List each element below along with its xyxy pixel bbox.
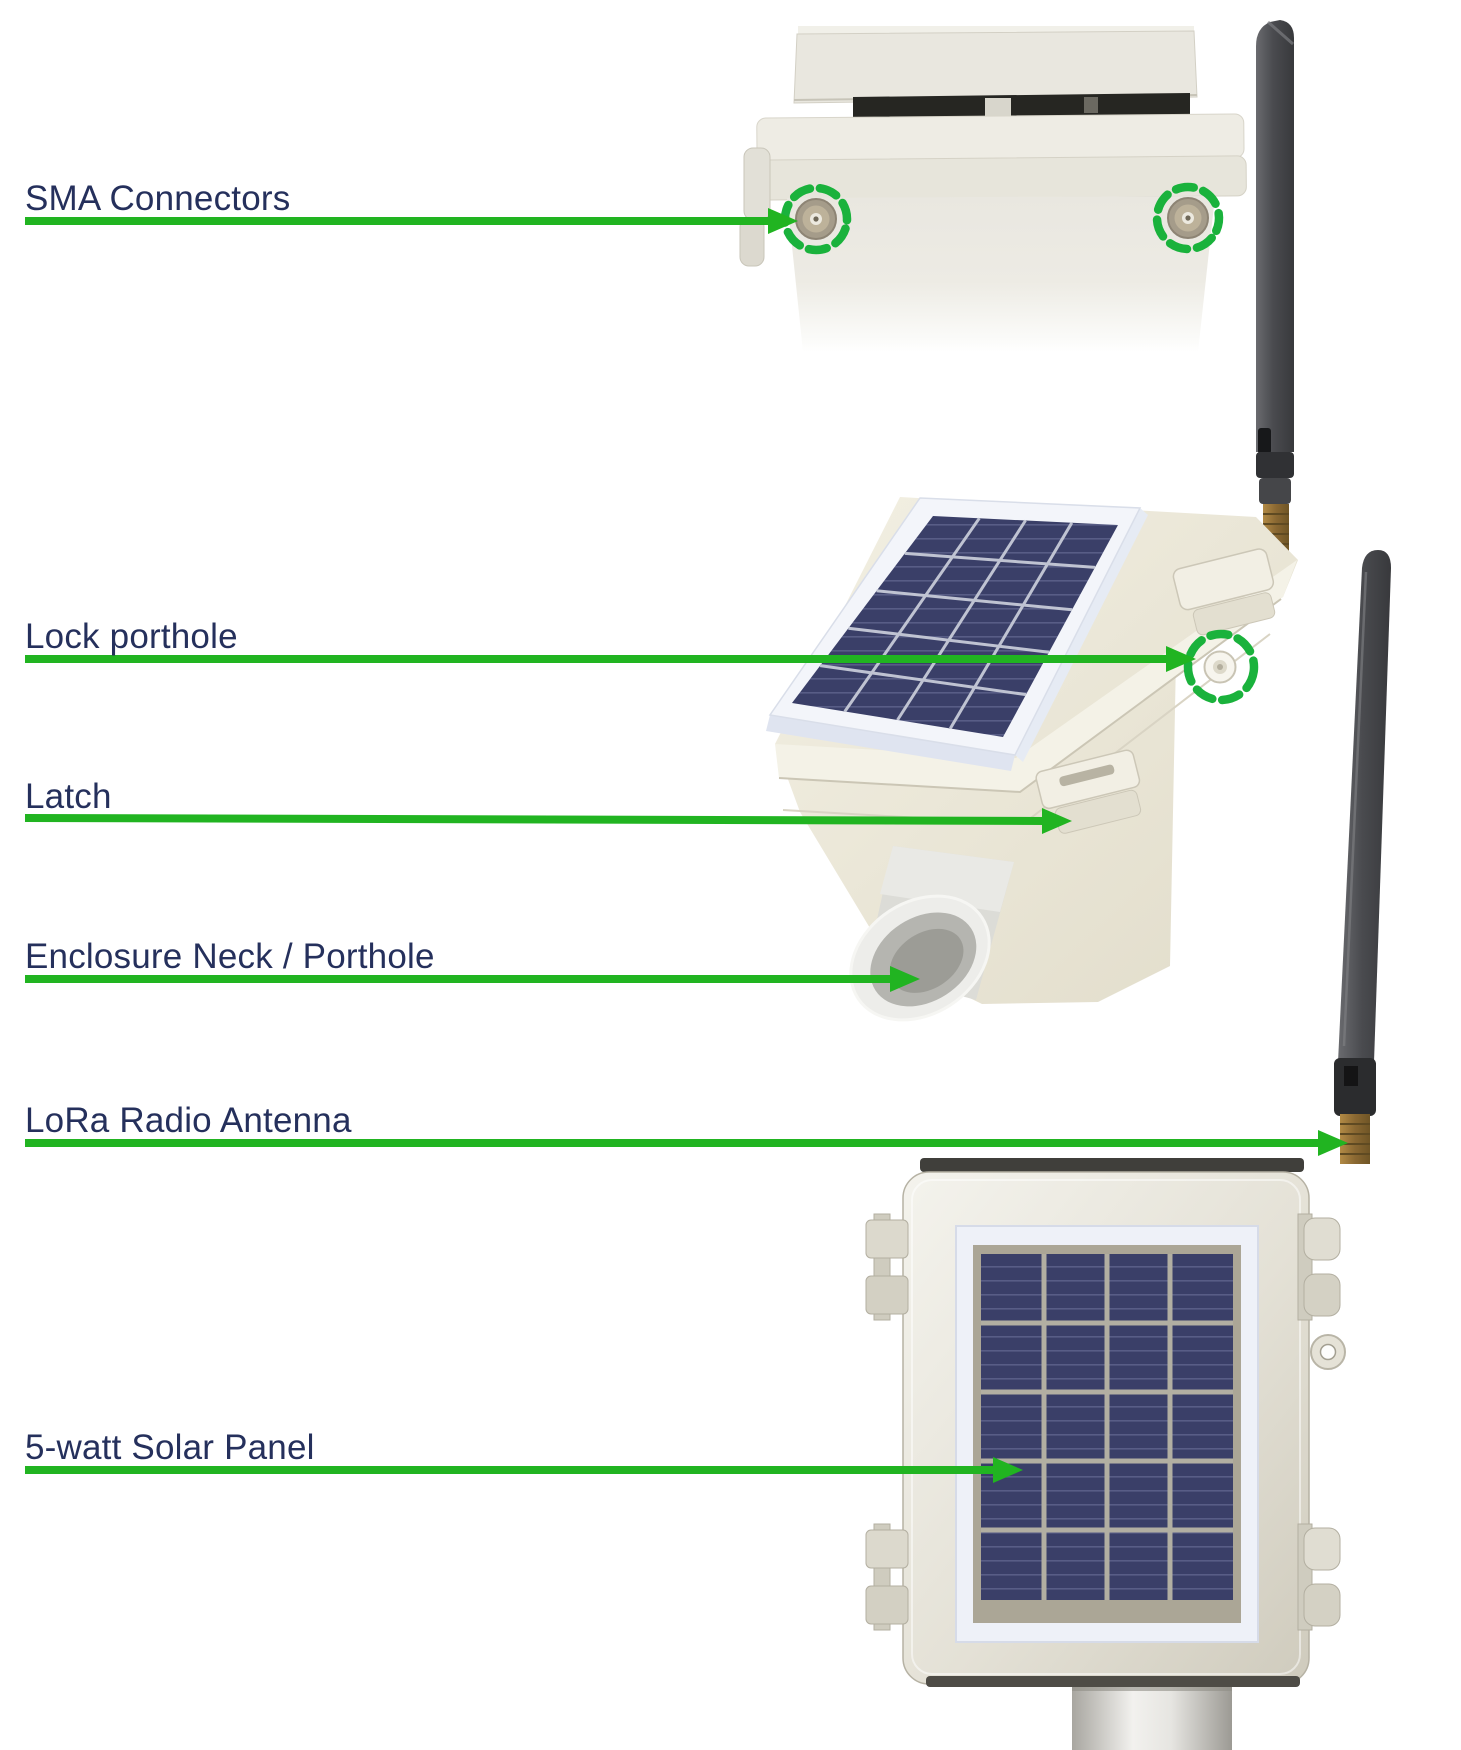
latch: [1035, 749, 1142, 834]
sma-connector-left: [795, 198, 837, 240]
pointer-arrow-head: [1042, 808, 1072, 834]
callout-label-lock-porthole: Lock porthole: [25, 617, 238, 656]
enclosure-neck: [849, 846, 1014, 1022]
callout-label-lora-antenna: LoRa Radio Antenna: [25, 1101, 352, 1140]
hinge-knob: [739, 217, 765, 267]
isometric-render: [766, 20, 1298, 1022]
pointer-arrow-head: [890, 966, 920, 992]
enclosure-top-strip: [920, 1158, 1304, 1172]
rear-view-photo: [739, 26, 1247, 352]
callout-label-latch: Latch: [25, 777, 112, 816]
hinge: [865, 1213, 909, 1321]
solar-panel: [766, 497, 1148, 771]
enclosure-lid-top: [798, 26, 1194, 36]
latch: [1297, 1213, 1341, 1321]
lock-porthole-knob: [1203, 650, 1237, 684]
solar-panel: [955, 1225, 1259, 1643]
mounting-ear: [1310, 1334, 1346, 1370]
lora-antenna-icon: [1334, 550, 1391, 1164]
sma-connector-right: [1167, 197, 1209, 239]
hinge-knob: [743, 147, 771, 221]
callout-label-sma-connectors: SMA Connectors: [25, 179, 291, 218]
pointer-arrow-head: [1318, 1130, 1348, 1156]
enclosure-rim: [756, 113, 1245, 163]
highlight-circle-icon: [1183, 629, 1259, 705]
highlight-circle-icon: [780, 183, 852, 255]
callout-label-enclosure-neck: Enclosure Neck / Porthole: [25, 937, 435, 976]
callout-label-solar-panel: 5-watt Solar Panel: [25, 1428, 315, 1467]
pointer-arrow-head: [993, 1457, 1023, 1483]
lora-antenna-icon: [1256, 20, 1294, 552]
mounting-pole: [1072, 1687, 1232, 1750]
enclosure-bottom-strip: [926, 1676, 1300, 1687]
front-render: [865, 550, 1391, 1750]
pointer-arrow-head: [1166, 646, 1196, 672]
latch: [1297, 1523, 1341, 1631]
sma-base: [1340, 1114, 1370, 1164]
latch-upper: [1172, 548, 1276, 636]
pointer-arrow-head: [768, 208, 798, 234]
pointer-arrow: [24, 814, 1047, 825]
enclosure-lid-band: [775, 560, 1297, 792]
hinge: [865, 1523, 909, 1631]
callout-arrows: [24, 208, 1348, 1483]
enclosure-lid: [793, 30, 1198, 104]
solar-cells: [792, 516, 1118, 737]
highlight-circle-icon: [1152, 182, 1224, 254]
enclosure-body: [787, 196, 1215, 352]
